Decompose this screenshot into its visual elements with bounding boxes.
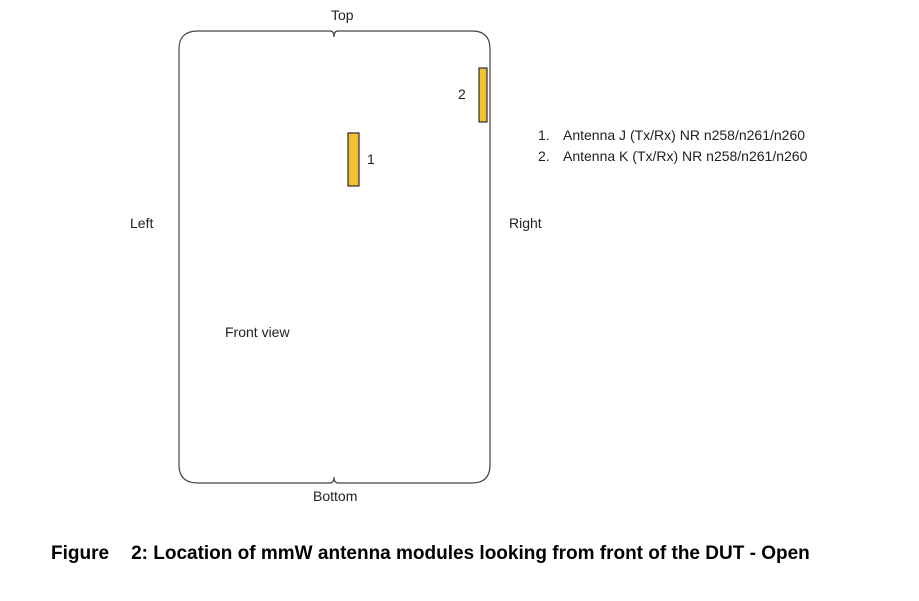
label-front-view: Front view — [225, 324, 290, 340]
antenna-legend-marker: 1. — [538, 127, 550, 143]
antenna-legend-marker: 2. — [538, 148, 550, 164]
figure-caption-label: Figure — [51, 543, 110, 564]
label-left: Left — [130, 215, 154, 231]
label-bottom: Bottom — [313, 488, 358, 504]
antenna-legend-text: Antenna J (Tx/Rx) NR n258/n261/n260 — [563, 127, 806, 143]
label-top: Top — [331, 7, 354, 23]
device-outline-svg — [178, 30, 491, 484]
device-outline — [178, 30, 491, 484]
antenna-2-module — [478, 67, 488, 123]
figure-caption-text: 2: Location of mmW antenna modules looki… — [131, 543, 810, 564]
antenna-legend-item: 2. Antenna K (Tx/Rx) NR n258/n261/n260 — [538, 146, 807, 167]
antenna-legend-item: 1. Antenna J (Tx/Rx) NR n258/n261/n260 — [538, 125, 807, 146]
label-right: Right — [509, 215, 542, 231]
antenna-1-number: 1 — [367, 151, 375, 167]
antenna-2-number: 2 — [458, 86, 466, 102]
antenna-1-module — [347, 132, 360, 187]
antenna-legend-text: Antenna K (Tx/Rx) NR n258/n261/n260 — [563, 148, 808, 164]
figure-caption: Figure 2: Location of mmW antenna modules… — [51, 543, 810, 565]
device-diagram: Top Bottom Left Right Front view 1 2 1. A… — [130, 7, 807, 504]
antenna-legend-list: 1. Antenna J (Tx/Rx) NR n258/n261/n260 2.… — [538, 125, 807, 167]
